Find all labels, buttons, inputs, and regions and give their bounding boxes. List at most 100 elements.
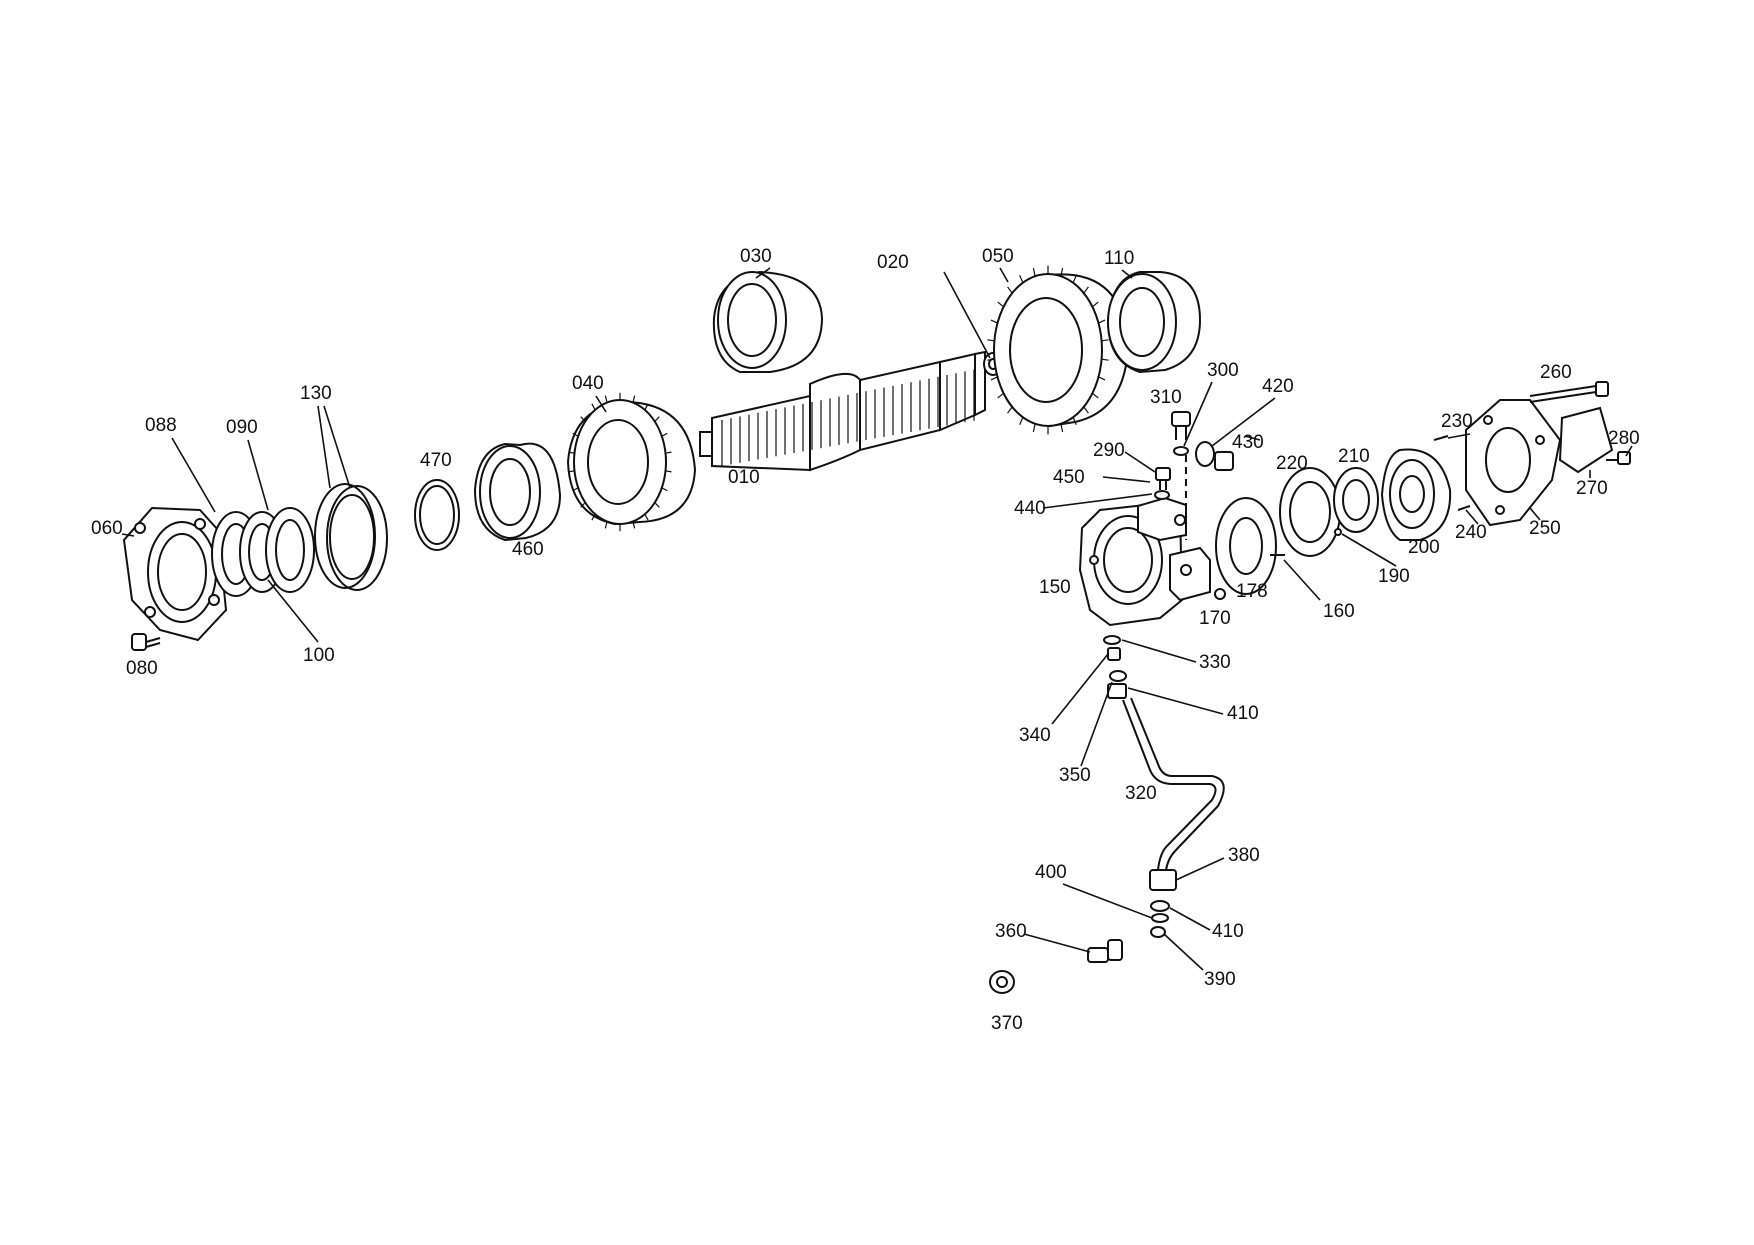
part-060-flange-housing [122,506,228,642]
gear-tooth [1101,339,1109,342]
gear-tooth [997,301,1004,308]
gear-tooth [591,403,596,411]
part-370-nut [989,970,1015,994]
gear-tooth [604,395,608,403]
gear-tooth [1060,423,1064,433]
part-170-ball [1214,588,1226,600]
gear-tooth [632,521,636,529]
label-050: 050 [982,246,1014,267]
gear-tooth [1092,392,1099,399]
leader-330 [1121,639,1197,663]
part-380-nut [1149,869,1177,891]
label-200: 200 [1408,537,1440,558]
label-270: 270 [1576,478,1608,499]
gear-tooth [1032,423,1036,433]
gear-tooth [632,395,636,403]
part-190-dot [1334,528,1342,536]
leader-400 [1062,883,1153,919]
label-350: 350 [1059,765,1091,786]
label-380: 380 [1228,845,1260,866]
part-390-washer [1150,926,1166,938]
label-088: 088 [145,415,177,436]
part-010-shaft [699,350,986,472]
part-320-tube-edge [1130,697,1225,871]
gear-tooth [1092,301,1099,308]
gear-tooth [1072,275,1077,283]
gear-tooth [1019,275,1024,283]
label-230: 230 [1441,411,1473,432]
leader-420 [1211,397,1276,447]
leader-300 [1183,381,1213,447]
leader-130b [323,405,351,489]
label-410-lower: 410 [1212,921,1244,942]
label-390: 390 [1204,969,1236,990]
gear-tooth [604,521,608,529]
part-250-cover [1465,399,1562,527]
leader-230 [1244,435,1261,441]
gear-tooth [661,432,668,437]
part-178-seal [1215,497,1277,595]
label-340: 340 [1019,725,1051,746]
leader-440 [1042,493,1153,509]
leader-050 [999,267,1009,283]
leader-350 [1080,681,1113,767]
leader-410b [1169,907,1211,931]
label-240: 240 [1455,522,1487,543]
part-150-housing [1078,496,1211,627]
part-410-washer-lower [1150,900,1170,912]
label-250: 250 [1529,518,1561,539]
gear-tooth [644,513,649,521]
leader-360 [1023,933,1091,953]
label-470: 470 [420,450,452,471]
part-350-washer [1109,670,1127,682]
part-240-screw [1457,505,1471,511]
label-300: 300 [1207,360,1239,381]
part-310-bolt [1171,411,1191,440]
gear-tooth [1019,417,1024,425]
gear-tooth [1032,267,1036,277]
label-100: 100 [303,645,335,666]
gear-tooth [654,502,660,508]
part-110-bearing [1106,271,1202,374]
part-300-washer [1173,446,1189,456]
label-130: 130 [300,383,332,404]
label-400: 400 [1035,862,1067,883]
part-230-screw [1433,435,1449,441]
label-260: 260 [1540,362,1572,383]
callout-labels: 010 020 030 040 050 060 080 088 090 100 … [91,246,1640,1034]
gear-tooth [990,376,998,381]
part-088-090-100-seal-group [211,507,315,597]
label-060: 060 [91,518,123,539]
label-290: 290 [1093,440,1125,461]
gear-tooth [665,470,672,473]
leader-030 [755,267,771,279]
label-210: 210 [1338,446,1370,467]
leader-020 [943,271,991,359]
part-420-430-plug [1195,441,1234,471]
part-030-needle-bearing [712,270,824,373]
gear-tooth [661,487,668,492]
leader-060 [121,533,135,537]
label-410-upper: 410 [1227,703,1259,724]
label-430: 430 [1232,432,1264,453]
gear-tooth [1007,406,1013,414]
label-330: 330 [1199,652,1231,673]
part-360-elbow [1087,939,1123,963]
gear-tooth [987,358,995,361]
part-320-tube [1122,699,1217,871]
leader-230b [1447,433,1471,439]
leader-390 [1163,933,1204,971]
leader-088 [171,437,216,513]
leader-380 [1175,857,1225,881]
label-170: 170 [1199,608,1231,629]
label-150: 150 [1039,577,1071,598]
part-220-ring-gear [1279,467,1341,557]
gear-tooth [1060,267,1064,277]
leader-160 [1283,559,1321,601]
leader-410a [1127,687,1224,715]
leader-450 [1102,476,1151,483]
leader-290 [1124,451,1156,473]
label-370: 370 [991,1013,1023,1034]
label-160: 160 [1323,601,1355,622]
part-050-gear [987,265,1130,435]
